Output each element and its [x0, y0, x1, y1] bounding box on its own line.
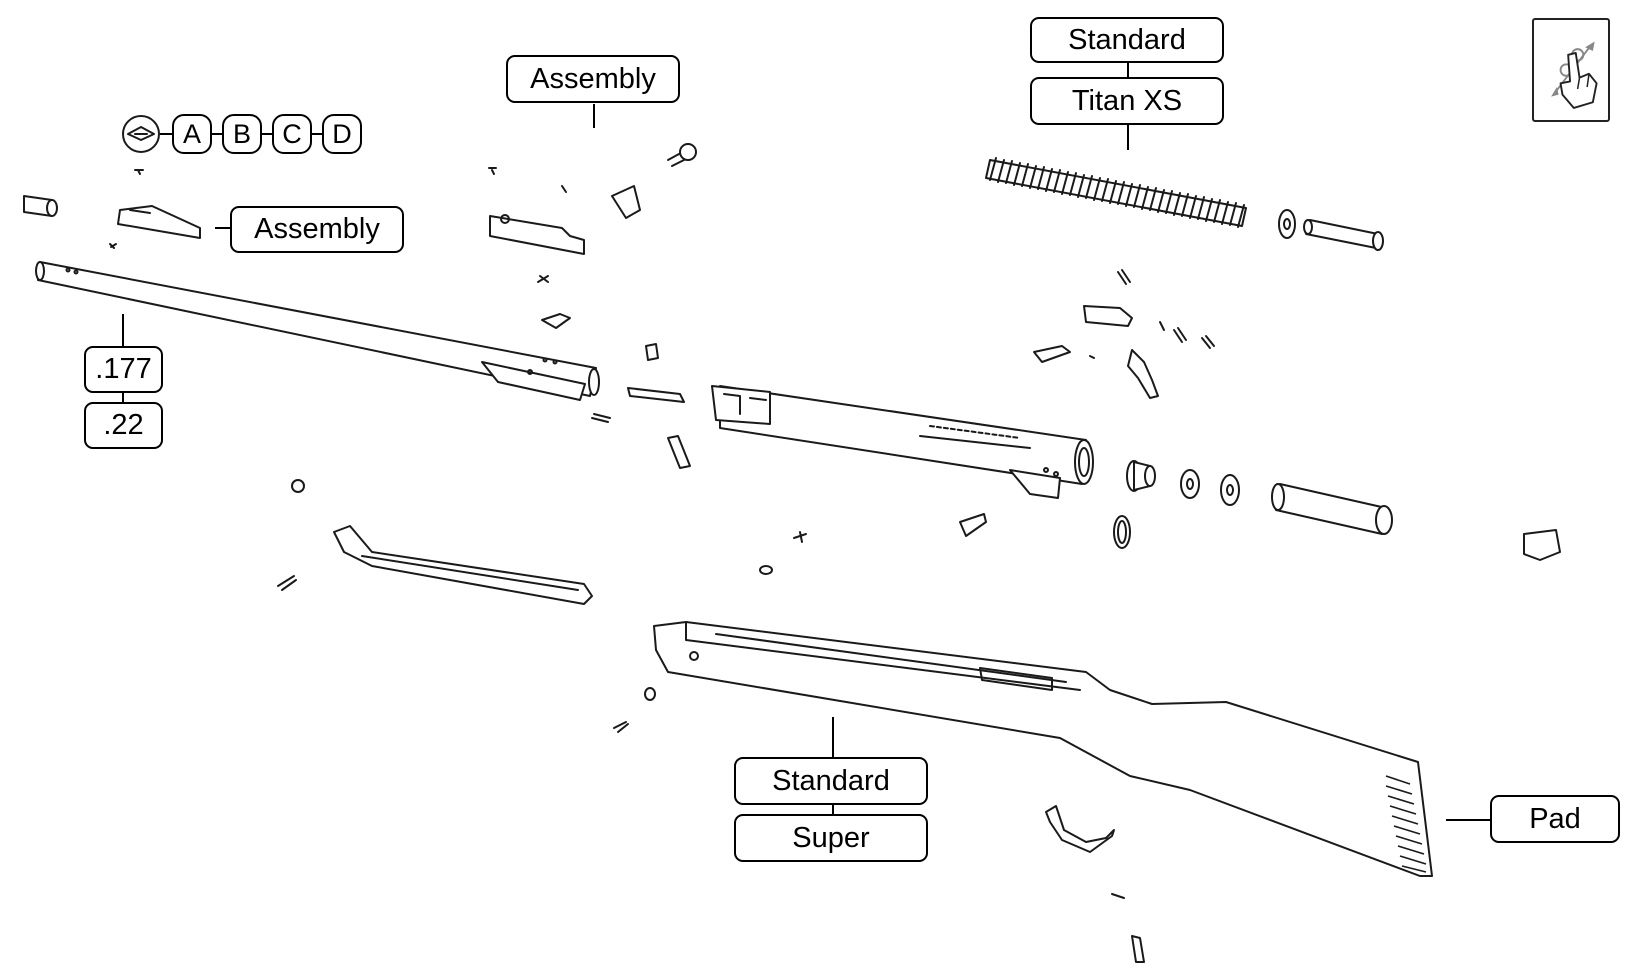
stock-super-label[interactable]: Super: [734, 814, 928, 862]
barrel-177-label[interactable]: .177: [84, 346, 163, 393]
spring-standard-label[interactable]: Standard: [1030, 17, 1224, 63]
touch-pinch-zoom-icon: [1551, 41, 1598, 109]
spring-titan-xs-label[interactable]: Titan XS: [1030, 77, 1224, 125]
muzzle-cap: [23, 195, 58, 217]
stock: [653, 621, 1433, 877]
cocking-lever: [333, 525, 593, 605]
breech-small-parts: [591, 343, 691, 469]
rear-sight-assembly: [488, 143, 697, 329]
front-sight-assembly-label[interactable]: Assembly: [230, 206, 404, 253]
loose-screws: [277, 479, 1561, 963]
trigger-group: [1033, 269, 1215, 399]
sight-option-b[interactable]: B: [222, 114, 262, 154]
butt-hatching: [1385, 775, 1427, 873]
receiver: [711, 385, 1094, 499]
butt-pad-label[interactable]: Pad: [1490, 795, 1620, 843]
trigger-guard: [1045, 805, 1115, 853]
spring-guide: [1278, 209, 1384, 251]
piston-group: [1113, 460, 1393, 549]
pinch-zoom-button[interactable]: [1532, 18, 1610, 122]
stock-standard-label[interactable]: Standard: [734, 757, 928, 805]
barrel-22-label[interactable]: .22: [84, 402, 163, 449]
rear-sight-icon: [122, 115, 160, 153]
front-sight: [109, 169, 201, 249]
rear-sight-assembly-label[interactable]: Assembly: [506, 55, 680, 103]
sight-option-d[interactable]: D: [322, 114, 362, 154]
sight-option-a[interactable]: A: [172, 114, 212, 154]
barrel: [35, 261, 600, 401]
sight-option-c[interactable]: C: [272, 114, 312, 154]
mainspring: [985, 157, 1247, 228]
leader-lines: [122, 62, 1490, 821]
